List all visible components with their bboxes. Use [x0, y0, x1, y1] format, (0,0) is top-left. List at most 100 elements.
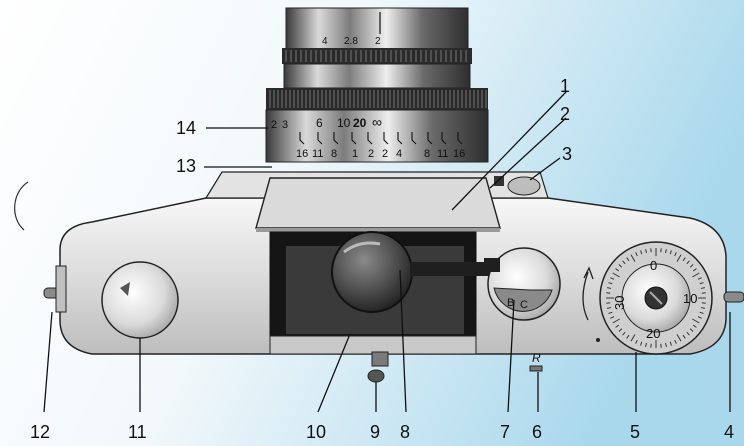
distance-value-6: 6 — [316, 116, 323, 130]
callout-7: 7 — [500, 422, 510, 442]
dial-tick — [697, 277, 702, 280]
depth-of-field-scale: 16 11 8 1 2 2 4 8 11 16 — [296, 132, 465, 160]
dial-tick — [669, 341, 672, 346]
dof-value-8-left: 8 — [331, 148, 337, 160]
rewind-knob[interactable] — [101, 261, 179, 339]
lens-assembly: 4 2.8 2 2 3 6 10 20 ∞ 16 11 8 1 2 2 4 8 … — [265, 7, 489, 163]
rewind-side — [55, 265, 67, 313]
dial-tick — [700, 287, 706, 289]
callout-9: 9 — [370, 422, 380, 442]
dial-tick — [640, 250, 643, 255]
shutter-speed-dial[interactable]: 0 10 20 30 — [599, 241, 713, 355]
dof-tick — [333, 132, 339, 145]
dial-tick — [674, 252, 677, 257]
distance-value-2: 2 — [271, 119, 277, 131]
rewind-release-button[interactable] — [529, 365, 543, 372]
dof-tick — [427, 132, 433, 145]
distance-scale: 2 3 6 10 20 ∞ — [271, 114, 382, 131]
dial-tick — [612, 318, 620, 324]
rewind-knob-face[interactable] — [101, 261, 179, 339]
dof-value-11-left: 11 — [312, 148, 323, 160]
dial-tick — [630, 254, 636, 262]
dial-tick — [700, 307, 706, 309]
leader-lines — [43, 91, 731, 413]
dial-tick — [606, 287, 612, 289]
dial-tick — [615, 268, 620, 272]
dial-tick — [618, 264, 623, 268]
focus-ring-knurl — [269, 90, 487, 108]
lens-knurl-lines — [285, 50, 467, 62]
dial-tick — [692, 318, 700, 324]
rewind-release-r-label: R — [532, 351, 541, 365]
callout-1: 1 — [560, 76, 570, 96]
dial-tick — [606, 307, 612, 309]
selector-segment — [493, 287, 553, 312]
slow-speed-selector[interactable]: B C — [484, 247, 561, 321]
dial-tick — [665, 342, 667, 348]
strap-lug-right — [723, 291, 744, 303]
dial-tick — [699, 311, 704, 314]
dial-tick — [676, 254, 682, 262]
dial-tick — [608, 282, 613, 285]
dial-tick — [674, 339, 677, 344]
dial-number-0: 0 — [650, 258, 657, 273]
selector-letter-b: B — [507, 297, 514, 309]
dial-tick — [692, 268, 697, 272]
callout-2: 2 — [560, 104, 570, 124]
dof-tick — [457, 132, 463, 145]
dof-value-2-a: 2 — [368, 148, 374, 160]
distance-scale-ring — [265, 109, 489, 163]
magnifier-arm — [410, 262, 494, 276]
stray-mark — [14, 181, 29, 231]
callout-5: 5 — [630, 422, 640, 442]
dial-number-20: 20 — [646, 326, 660, 341]
callout-11: 11 — [128, 422, 147, 442]
dof-tick — [383, 132, 389, 145]
hood-release-pin[interactable] — [371, 351, 389, 367]
dial-tick — [635, 339, 638, 344]
dof-value-11-right: 11 — [437, 148, 448, 160]
wind-direction-arrow-icon — [582, 266, 594, 321]
dial-tick — [692, 272, 700, 278]
callout-13: 13 — [176, 156, 196, 176]
dof-value-8-right: 8 — [424, 148, 430, 160]
finder-hood-front-panel — [255, 177, 501, 229]
leader-7 — [507, 299, 515, 413]
dial-number-10: 10 — [683, 291, 697, 306]
callout-4: 4 — [724, 422, 734, 442]
shutter-release-button[interactable] — [507, 176, 541, 196]
dial-tick — [686, 260, 690, 265]
magnifier-highlight — [343, 241, 381, 254]
distance-value-3: 3 — [282, 119, 288, 131]
dof-value-4: 4 — [396, 148, 402, 160]
dial-tick — [608, 311, 613, 314]
aperture-value-2-8: 2.8 — [344, 36, 358, 47]
dof-tick — [411, 132, 417, 145]
selector-letter-c: C — [520, 299, 528, 311]
dof-tick — [397, 132, 403, 145]
finder-lower-frame — [269, 335, 477, 355]
dial-tick — [697, 316, 702, 319]
dof-tick — [441, 132, 447, 145]
callout-10: 10 — [306, 422, 326, 442]
leader-3 — [529, 157, 561, 181]
dial-tick — [618, 328, 623, 332]
dial-tick — [689, 264, 694, 268]
dial-tick — [699, 282, 704, 285]
dof-tick — [317, 132, 323, 145]
dof-tick — [299, 132, 305, 145]
callout-labels: 1 2 3 4 5 6 7 8 9 10 11 12 13 14 — [30, 76, 734, 442]
dial-tick — [626, 257, 630, 262]
release-collar — [494, 176, 504, 186]
aperture-scale: 4 2.8 2 — [322, 12, 381, 47]
dof-tick — [351, 132, 357, 145]
callout-3: 3 — [562, 144, 572, 164]
rewind-knob-arrow-icon — [120, 282, 130, 296]
dial-tick — [622, 260, 626, 265]
finder-hood — [255, 177, 501, 367]
focus-ring[interactable] — [266, 88, 488, 110]
dial-tick — [640, 341, 643, 346]
leader-10 — [317, 333, 351, 413]
distance-value-10: 10 — [337, 116, 351, 130]
dial-number-30: 30 — [612, 296, 627, 310]
